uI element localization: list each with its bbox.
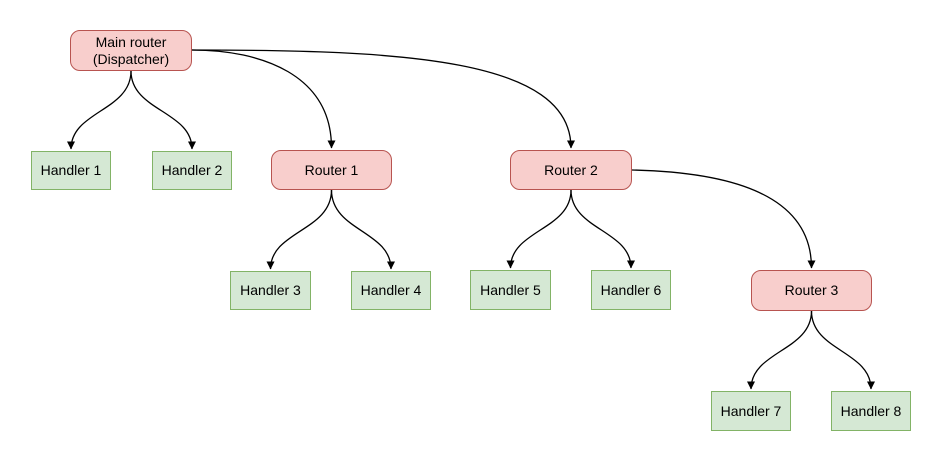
node-handler-8: Handler 8 <box>831 391 911 431</box>
node-main-router-dispatcher: Main router (Dispatcher) <box>70 30 192 71</box>
edge-router-1-to-handler-4 <box>330 189 395 270</box>
edge-main-router-to-handler-1 <box>67 70 132 150</box>
edge-main-router-to-router-2 <box>191 49 575 149</box>
edge-main-router-to-router-1 <box>191 49 336 149</box>
node-handler-7: Handler 7 <box>711 391 791 431</box>
edge-router-2-to-router-3 <box>631 169 816 269</box>
edge-router-3-to-handler-8 <box>810 310 875 390</box>
edge-router-3-to-handler-7 <box>747 310 813 390</box>
node-handler-1: Handler 1 <box>31 151 111 190</box>
node-handler-6: Handler 6 <box>591 270 671 310</box>
node-router-2: Router 2 <box>510 150 632 190</box>
edge-router-2-to-handler-6 <box>570 189 635 269</box>
node-handler-3: Handler 3 <box>230 271 311 310</box>
edge-main-router-to-handler-2 <box>130 70 196 150</box>
edge-router-1-to-handler-3 <box>266 189 333 270</box>
node-handler-5: Handler 5 <box>470 270 551 310</box>
node-handler-4: Handler 4 <box>351 271 431 310</box>
node-router-1: Router 1 <box>271 150 392 190</box>
edge-router-2-to-handler-5 <box>506 189 572 269</box>
node-router-3: Router 3 <box>751 270 872 311</box>
node-handler-2: Handler 2 <box>152 151 232 190</box>
